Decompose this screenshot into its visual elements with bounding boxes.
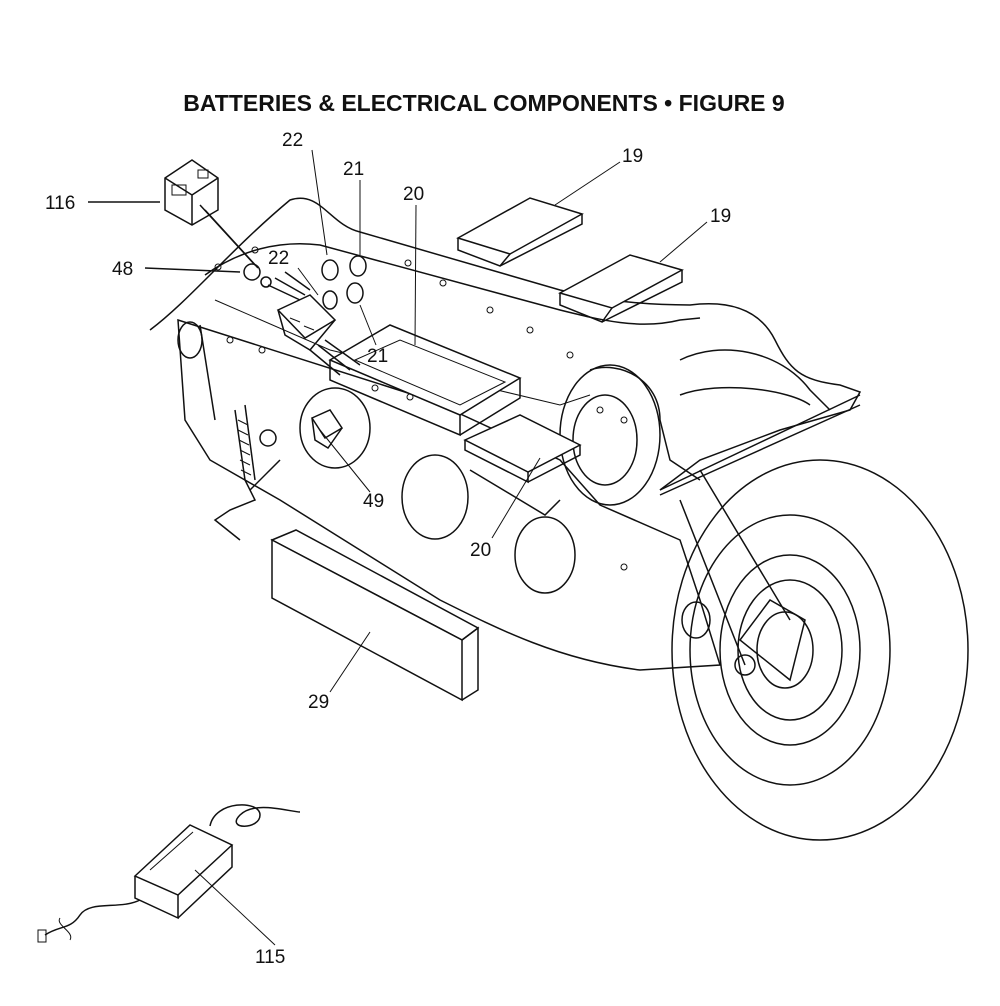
callout-22-lower: 22: [268, 248, 289, 269]
battery-19-bottom: [558, 254, 684, 323]
callout-29: 29: [308, 692, 329, 713]
callout-21-upper: 21: [343, 159, 364, 180]
callout-115: 115: [255, 947, 285, 968]
callout-49: 49: [363, 491, 384, 512]
charger-115: [37, 804, 301, 943]
callout-19-lower: 19: [710, 206, 731, 227]
battery-19-top: [456, 197, 584, 267]
battery-20-upper: [328, 324, 522, 437]
battery-20-lower: [463, 414, 582, 516]
seat-block-29: [270, 529, 480, 702]
leader-lines: [88, 149, 708, 946]
controller-116: [164, 159, 259, 269]
figure-title: BATTERIES & ELECTRICAL COMPONENTS • FIGU…: [183, 90, 785, 116]
callout-21-lower: 21: [367, 346, 388, 367]
relay-module: [243, 263, 361, 376]
callout-20-upper: 20: [403, 184, 424, 205]
rear-fender: [559, 349, 861, 506]
callout-20-lower: 20: [470, 540, 491, 561]
connectors-21-22: [321, 255, 367, 310]
rear-wheel: [671, 459, 969, 841]
callout-48: 48: [112, 259, 133, 280]
callout-19-upper: 19: [622, 146, 643, 167]
kickstand: [213, 404, 281, 541]
callout-labels: 116 48 22 22 21 21 20 20 19 19 49 29 115: [45, 130, 731, 968]
callout-22-upper: 22: [282, 130, 303, 151]
callout-116: 116: [45, 193, 75, 214]
switch-49: [310, 409, 344, 450]
